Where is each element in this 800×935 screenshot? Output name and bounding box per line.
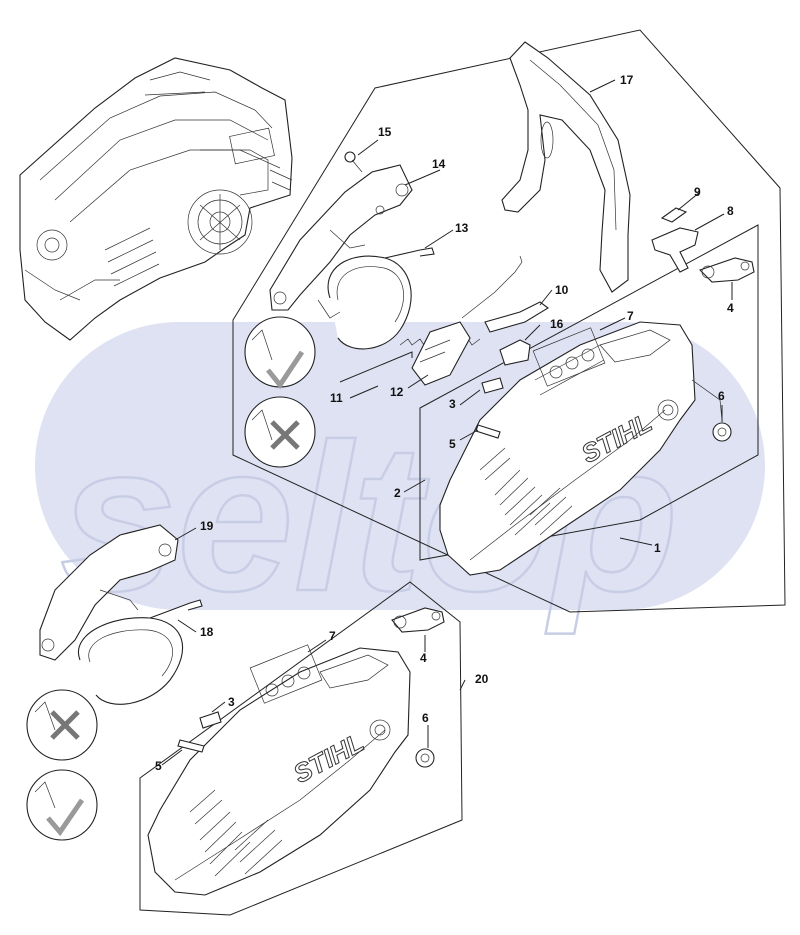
part-19-brake-lever-lower [39,524,179,661]
part-13-brake-band [317,247,435,350]
callout-2: 2 [394,486,401,500]
callout-18: 18 [200,625,214,639]
wrong-cross-icon [50,710,80,740]
part-9-pin [660,207,688,223]
group-box-2 [419,224,759,561]
callout-12: 12 [390,385,404,399]
callout-8: 8 [727,204,734,218]
install-hint-2 [244,396,316,468]
part-12-slide [411,321,471,386]
part-5-pin-lower [177,739,205,753]
part-2-sprocket-cover-upper: STIHL [439,321,723,576]
group-box-1 [232,29,786,613]
part-3-pin-upper [481,377,504,394]
callout-13: 13 [455,221,469,235]
part-6-nut-lower [415,748,435,768]
callout-20: 20 [475,672,489,686]
callout-6-lower: 6 [422,711,429,725]
part-5-pin-upper [475,424,501,439]
callout-11: 11 [330,391,343,405]
callout-7-lower: 7 [329,629,336,643]
part-8-lever [651,227,699,273]
callout-7-upper: 7 [627,309,634,323]
callout-4-upper: 4 [727,301,734,315]
callout-14: 14 [432,157,446,171]
callout-4-lower: 4 [420,651,427,665]
install-hint-3 [26,689,98,761]
callout-labels: 17 15 14 13 9 8 4 10 16 7 12 11 3 5 6 2 … [155,73,734,773]
group-box-20 [139,581,463,916]
callout-5-lower: 5 [155,759,162,773]
part-4-bolt-upper [698,257,755,283]
callout-1: 1 [654,541,661,555]
leader-lines [161,79,733,766]
install-hint-1 [244,316,316,390]
part-3-pin-lower [199,711,222,729]
callout-19: 19 [200,519,214,533]
part-15-screw [344,151,356,163]
correct-check-icon [46,798,85,837]
callout-15: 15 [378,125,392,139]
part-17-front-handle [501,41,631,293]
correct-check-icon [266,350,305,390]
callout-16: 16 [550,317,564,331]
part-6-nut-upper [712,422,732,442]
callout-3-upper: 3 [449,397,456,411]
callout-9: 9 [694,185,701,199]
part-16-insert [499,339,531,366]
part-18-brake-band-lower [77,599,203,705]
part-20-sprocket-cover-lower: STIHL [147,644,411,896]
install-hint-4 [26,769,98,841]
part-4-bolt-lower [391,607,445,633]
callout-6-upper: 6 [718,389,725,403]
callout-10: 10 [555,283,569,297]
part-10-spring-clip [484,301,549,333]
callout-17: 17 [620,73,634,87]
wrong-cross-icon [270,420,300,450]
callout-5-upper: 5 [449,437,456,451]
callout-3-lower: 3 [228,695,235,709]
part-14-brake-lever [269,151,413,311]
engine-block [19,57,293,341]
